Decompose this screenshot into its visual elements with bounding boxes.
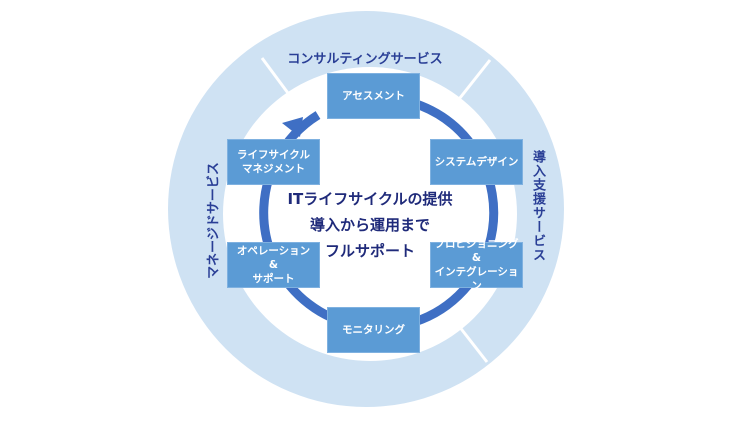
lifecycle-arrowhead-icon [282, 117, 303, 137]
divider-bottom-right [446, 311, 489, 363]
step-label: オペレーション [236, 245, 311, 257]
center-tagline: フルサポート [324, 242, 415, 260]
step-label: マネジメント [242, 163, 305, 175]
step-operation-support: オペレーション & サポート [227, 242, 320, 288]
step-system-design: システムデザイン [430, 139, 523, 185]
consulting-service-label: コンサルティングサービス [287, 52, 443, 67]
managed-service-label: マネージドサービス [206, 162, 222, 279]
step-lifecycle-management: ライフサイクルマネジメント [227, 139, 320, 185]
step-label: & [268, 259, 279, 271]
step-monitoring: モニタリング [327, 307, 420, 353]
step-label: & [471, 252, 482, 264]
step-label: インテグレーション [434, 266, 519, 292]
step-label: サポート [252, 273, 295, 285]
center-subtitle: 導入から運用まで [309, 216, 430, 234]
center-title: ITライフサイクルの提供 [287, 190, 453, 208]
divider-top-right [450, 59, 492, 109]
step-provisioning-integration: プロビジョニング & インテグレーション [430, 238, 523, 292]
step-label: ライフサイクル [237, 149, 310, 161]
center-message: ITライフサイクルの提供 導入から運用まで フルサポート [270, 186, 470, 264]
step-label: システムデザイン [434, 156, 519, 168]
step-assessment: アセスメント [327, 73, 420, 119]
step-label: モニタリング [342, 324, 405, 336]
step-label: アセスメント [342, 90, 405, 102]
implementation-service-label: 導入支援サービス [530, 150, 545, 262]
step-label: プロビジョニング [434, 238, 519, 250]
divider-top-left [260, 57, 304, 113]
